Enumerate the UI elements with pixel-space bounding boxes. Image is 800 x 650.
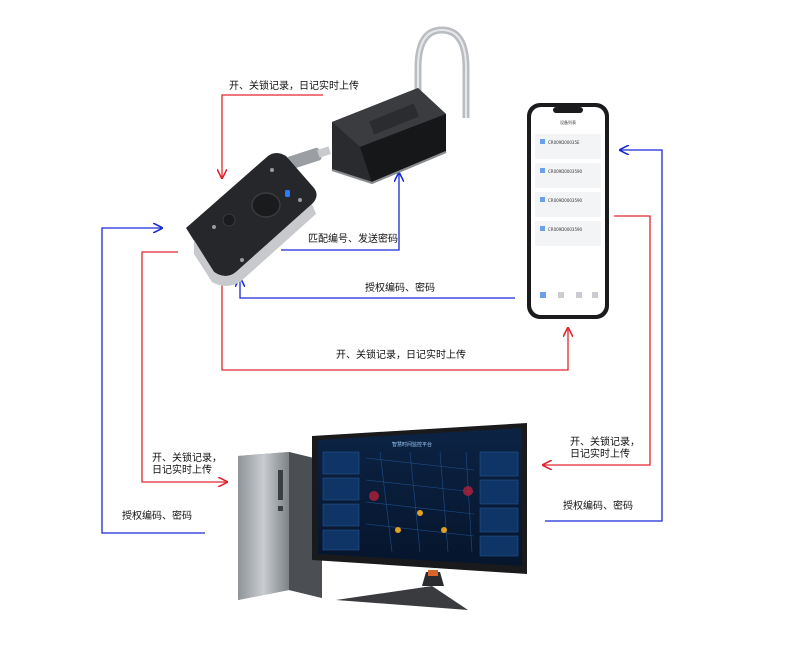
arrow-phone-to-computer-red [543,215,651,465]
phone-list-item: CR009D00035E [548,140,580,145]
arrow-computer-to-phone-blue [545,150,663,522]
arrow-computer-to-key-blue [101,228,205,534]
label-right-red-line1: 开、关锁记录， [570,437,640,448]
key-unit-icon [186,146,331,286]
label-left-red-line2: 日记实时上传 [152,465,212,476]
phone-list-item: CR009D0003590 [548,169,583,174]
arrow-key-to-computer-red [141,251,227,482]
label-left-red-line1: 开、关锁记录， [152,453,222,464]
arrow-key-to-padlock-blue [281,173,399,251]
padlock-icon [331,26,470,185]
label-right-blue: 授权编码、密码 [563,501,633,512]
arrow-padlock-to-key-red [222,94,323,178]
phone-list: CR009D00035E CR009D0003590 CR009D0003590… [535,134,601,246]
label-top-red: 开、关锁记录，日记实时上传 [229,81,359,92]
label-right-red-line2: 日记实时上传 [570,449,630,460]
smartphone-icon: 设备列表 CR009D00035E CR009D0003590 CR009D00… [527,103,609,319]
phone-list-item: CR009D0003590 [548,227,583,232]
monitor-title: 智慧时间监控平台 [392,441,432,448]
label-left-blue: 授权编码、密码 [122,511,192,522]
arrow-key-to-phone-red [221,285,568,371]
label-mid-red: 开、关锁记录，日记实时上传 [336,350,466,361]
phone-list-item: CR009D0003590 [548,198,583,203]
desktop-tower-icon [238,452,322,600]
label-auth-mid: 授权编码、密码 [365,283,435,294]
arrow-phone-to-key-blue [240,278,515,299]
label-match-blue: 匹配编号、发送密码 [308,234,398,245]
monitor-icon: 智慧时间监控平台 [312,423,527,610]
phone-title: 设备列表 [560,119,576,125]
